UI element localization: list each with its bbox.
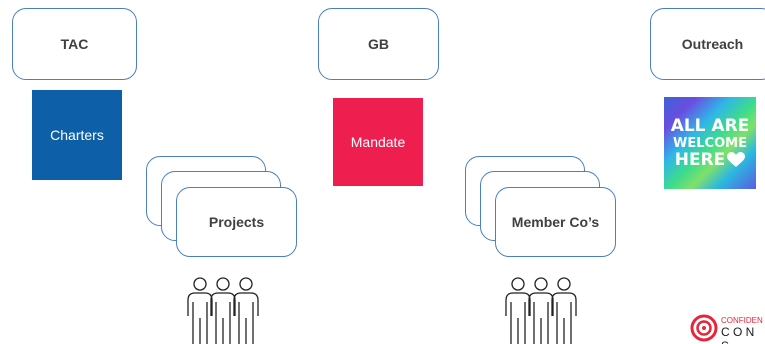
people-group-icon xyxy=(187,277,259,344)
welcome-line1: ALL ARE xyxy=(670,115,750,136)
logo-icon xyxy=(690,314,718,342)
charters-label: Charters xyxy=(50,127,104,143)
charters-box: Charters xyxy=(32,90,122,180)
outreach-box: Outreach xyxy=(650,8,765,80)
logo-line1: CONFIDEN xyxy=(721,316,763,325)
welcome-line3-row: HERE xyxy=(674,149,746,170)
members-card: Member Co’s xyxy=(495,187,616,257)
company-logo: CONFIDEN C O N S xyxy=(689,311,765,344)
tac-box: TAC xyxy=(12,8,137,80)
mandate-label: Mandate xyxy=(350,134,406,150)
people-group-icon xyxy=(505,277,577,344)
projects-label: Projects xyxy=(208,214,265,230)
welcome-line2: WELCOME xyxy=(673,135,747,151)
mandate-box: Mandate xyxy=(333,98,423,186)
projects-card: Projects xyxy=(176,187,297,257)
logo-line2: C O N S xyxy=(721,325,755,344)
heart-icon xyxy=(727,152,746,167)
outreach-label: Outreach xyxy=(681,36,744,52)
gb-box: GB xyxy=(318,8,439,80)
welcome-line3: HERE xyxy=(674,149,726,170)
gb-label: GB xyxy=(368,36,389,52)
members-label: Member Co’s xyxy=(511,214,600,230)
tac-label: TAC xyxy=(60,36,89,52)
welcome-image: ALL ARE WELCOME HERE xyxy=(664,97,756,189)
